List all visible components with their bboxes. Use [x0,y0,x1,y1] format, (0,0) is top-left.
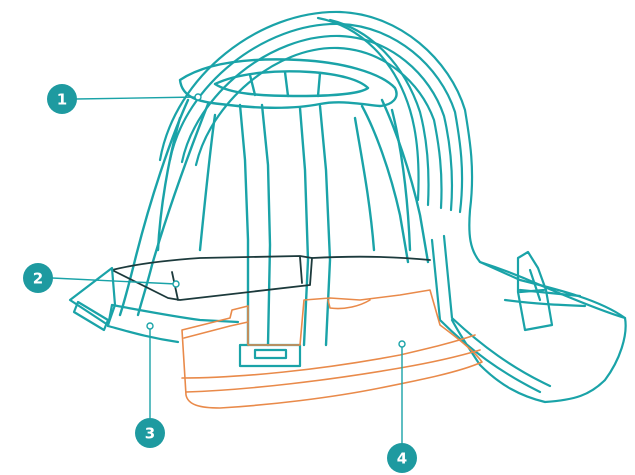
nape-pad [182,290,482,408]
callout-1: 1 [47,84,77,114]
leader-dot-3 [147,323,153,329]
leader-dot-2 [173,281,179,287]
leader-dot-1 [195,94,201,100]
leader-dots [147,94,405,347]
callout-number-2: 2 [33,270,43,288]
callout-2: 2 [23,263,53,293]
callout-number-3: 3 [145,425,155,443]
sweatband [112,256,430,300]
helmet-shell [160,12,626,402]
leader-line-1 [76,97,198,99]
suspension-strap [120,59,428,345]
leader-dot-4 [399,341,405,347]
callout-number-1: 1 [57,91,67,109]
helmet-drawing [70,12,626,408]
headband [70,268,300,366]
callout-number-4: 4 [397,450,407,468]
callout-4: 4 [387,443,417,473]
callout-3: 3 [135,418,165,448]
